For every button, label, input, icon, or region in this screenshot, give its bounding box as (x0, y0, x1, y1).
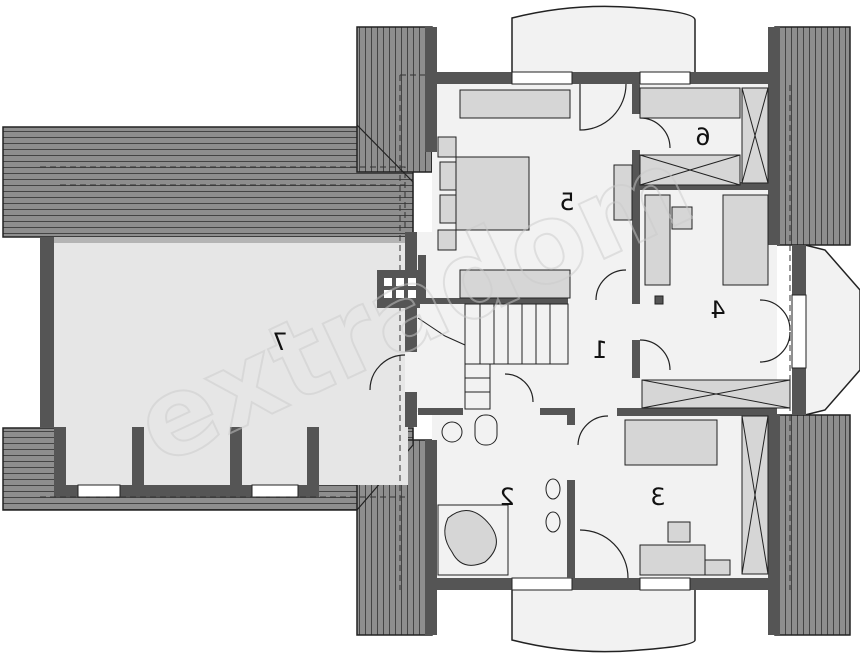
tv-stand (613, 164, 633, 221)
attic-area (40, 237, 413, 498)
room-label-hall: 1 (592, 336, 607, 364)
room-label-bedroom-3: 3 (650, 483, 665, 511)
washing-machine (441, 421, 463, 443)
room-label-attic: 7 (272, 328, 287, 356)
doors (369, 83, 791, 579)
bay-window-right (804, 244, 860, 416)
bed-bedroom-3 (624, 419, 718, 466)
roof-left-top (2, 126, 414, 238)
closet-6-shelves-top (639, 87, 741, 119)
desk-room-4 (644, 194, 671, 286)
room-label-room-4: 4 (710, 296, 725, 324)
bay-window-top (511, 5, 696, 76)
room-label-closet-6: 6 (695, 123, 710, 151)
windows (511, 71, 807, 591)
roof-bottom-right (774, 414, 851, 636)
room-label-bedroom-5: 5 (559, 188, 574, 216)
wardrobe-bedroom-5-top (459, 89, 571, 119)
chimney (377, 270, 420, 308)
staircase (417, 303, 569, 410)
room-labels: 7 1 2 3 4 5 6 (272, 123, 725, 511)
bed-room-4 (722, 194, 769, 286)
room-label-bathroom: 2 (499, 483, 514, 511)
wardrobe-crosses (639, 87, 791, 575)
interior-walls (418, 84, 777, 578)
double-bed (455, 156, 530, 231)
sideboard-bedroom-5 (459, 269, 571, 299)
roof-top-right (774, 26, 851, 246)
roof-top-left (356, 26, 433, 173)
sink-2 (545, 511, 561, 533)
toilet (474, 414, 498, 446)
sink-1 (545, 478, 561, 500)
bay-window-bottom (511, 584, 696, 653)
desk-bedroom-3 (639, 544, 706, 576)
